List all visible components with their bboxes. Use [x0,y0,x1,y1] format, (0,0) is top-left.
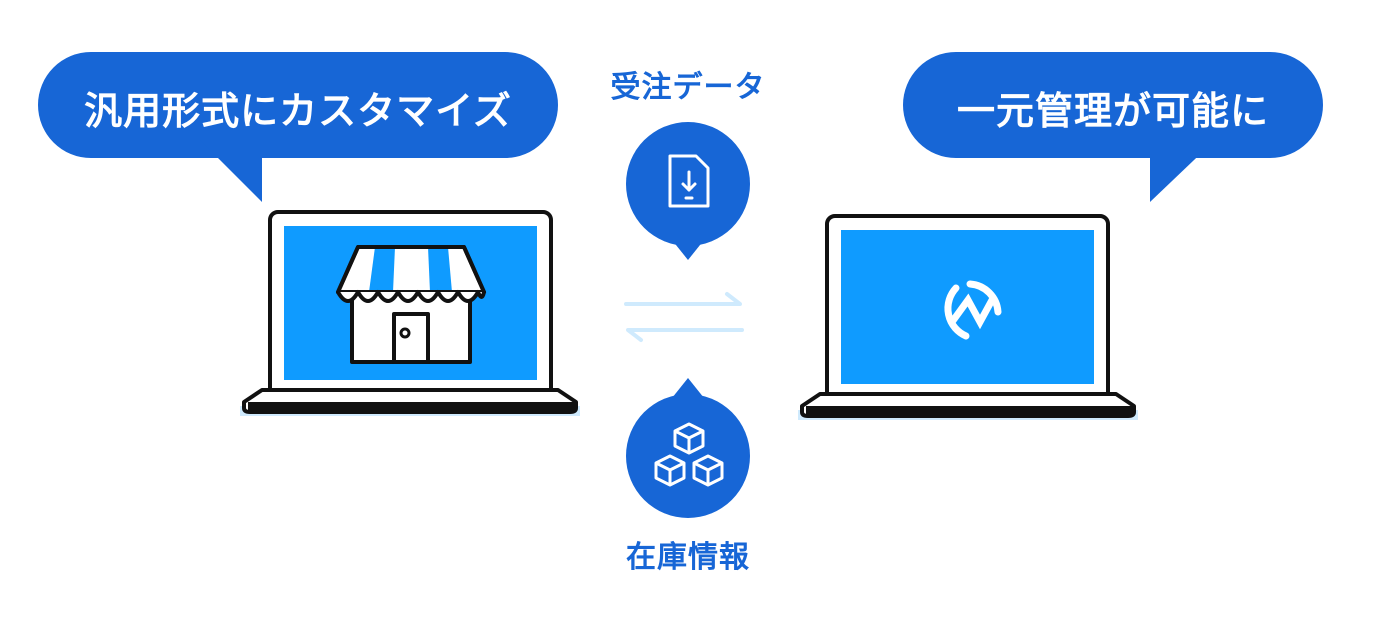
inventory-callout [626,378,750,518]
exchange-arrows [624,292,744,342]
right-laptop [798,214,1138,420]
left-speech-bubble [38,52,558,202]
right-speech-bubble [903,52,1323,202]
boxes-icon [654,422,724,487]
inventory-label: 在庫情報 [626,540,750,575]
storefront-icon [336,245,486,364]
app-logo-icon [944,280,1002,340]
right-bubble-text: 一元管理が可能に [956,89,1269,133]
left-bubble-text: 汎用形式にカスタマイズ [84,89,512,133]
document-download-icon [668,154,710,208]
order-data-label: 受注データ [610,70,766,105]
